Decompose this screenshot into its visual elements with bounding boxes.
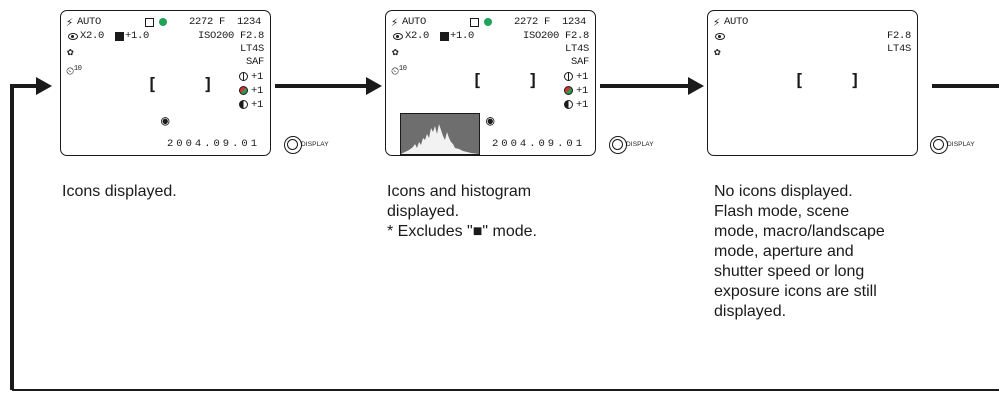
display-button-icon <box>930 136 948 154</box>
af-bracket-left: [ <box>794 71 805 91</box>
self-timer-icon: ⏲10 <box>66 65 82 79</box>
caption-line: * Excludes "■" mode. <box>387 223 537 240</box>
camera-shake-icon: ◉ <box>486 114 495 130</box>
caption-line: Icons displayed. <box>62 183 177 200</box>
saturation-value: +1 <box>251 85 264 97</box>
contrast-icon <box>239 100 248 109</box>
macro-icon: ✿ <box>67 47 74 59</box>
exposure-compensation-icon <box>440 32 449 41</box>
focus-dot-icon <box>484 18 492 26</box>
frames-remaining-value: 1234 <box>562 16 587 28</box>
zoom-value: X2.0 <box>405 30 430 42</box>
af-bracket-right: ] <box>528 71 539 91</box>
caption-line: Flash mode, scene <box>714 203 850 220</box>
display-button-label: DISPLAY <box>947 141 975 148</box>
contrast-icon <box>564 100 573 109</box>
red-eye-icon <box>393 33 403 40</box>
caption-line: mode, aperture and <box>714 243 854 260</box>
focus-mode-value: SAF <box>245 56 264 68</box>
contrast-value: +1 <box>251 99 264 111</box>
screen-no-icons: ⚡ AUTO F2.8 LT4S ✿ [ ] <box>707 10 918 156</box>
shutter-value: LT4S <box>564 43 589 55</box>
macro-icon: ✿ <box>714 47 721 59</box>
flash-icon: ⚡ <box>391 16 398 30</box>
sharpness-value: +1 <box>251 71 264 83</box>
caption-line: No icons displayed. <box>714 183 853 200</box>
af-bracket-left: [ <box>147 75 158 95</box>
exposure-compensation-value: +1.0 <box>125 30 150 42</box>
caption-1: Icons displayed. <box>62 182 177 202</box>
histogram <box>400 113 480 155</box>
macro-icon: ✿ <box>392 47 399 59</box>
arrow-1-head <box>366 77 382 95</box>
af-bracket-right: ] <box>850 71 861 91</box>
histogram-graph <box>401 124 479 154</box>
caption-line: Icons and histogram <box>387 183 532 200</box>
loop-line <box>10 84 36 390</box>
contrast-value: +1 <box>576 99 589 111</box>
caption-line: displayed. <box>387 203 460 220</box>
sharpness-icon <box>564 72 573 81</box>
screen-icons-and-histogram: ⚡ AUTO 2272 F 1234 X2.0 +1.0 ISO200 F2.8… <box>385 10 596 156</box>
display-button-label: DISPLAY <box>301 141 329 148</box>
display-button-icon <box>284 136 302 154</box>
date-stamp: 2004.09.01 <box>492 138 586 150</box>
caption-line: displayed. <box>714 303 787 320</box>
zoom-value: X2.0 <box>80 30 105 42</box>
flash-mode-value: AUTO <box>77 16 102 28</box>
timer-superscript: 10 <box>398 65 407 73</box>
caption-line: mode, macro/landscape <box>714 223 885 240</box>
flash-mode-value: AUTO <box>402 16 427 28</box>
saturation-icon <box>239 86 248 95</box>
image-size-value: 2272 F <box>189 16 226 28</box>
image-size-value: 2272 F <box>514 16 551 28</box>
flash-mode-value: AUTO <box>724 16 749 28</box>
screen-icons-displayed: ⚡ AUTO 2272 F 1234 X2.0 +1.0 ISO200 F2.8… <box>60 10 271 156</box>
date-stamp: 2004.09.01 <box>167 138 261 150</box>
caption-line: shutter speed or long <box>714 263 865 280</box>
caption-3: No icons displayed. Flash mode, scene mo… <box>714 182 885 322</box>
focus-dot-icon <box>159 18 167 26</box>
display-button-label: DISPLAY <box>626 141 654 148</box>
frames-remaining-value: 1234 <box>237 16 262 28</box>
self-timer-icon: ⏲10 <box>391 65 407 79</box>
red-eye-icon <box>715 33 725 40</box>
iso-aperture-value: ISO200 F2.8 <box>197 30 264 42</box>
sharpness-value: +1 <box>576 71 589 83</box>
sharpness-icon <box>239 72 248 81</box>
af-bracket-right: ] <box>203 75 214 95</box>
shutter-value: LT4S <box>239 43 264 55</box>
frame-icon <box>470 18 479 27</box>
display-button-icon <box>609 136 627 154</box>
exposure-compensation-value: +1.0 <box>450 30 475 42</box>
loop-arrowhead <box>36 77 52 95</box>
aperture-value: F2.8 <box>886 30 911 42</box>
exposure-compensation-icon <box>115 32 124 41</box>
saturation-value: +1 <box>576 85 589 97</box>
flash-icon: ⚡ <box>713 16 720 30</box>
arrow-2-head <box>688 77 704 95</box>
caption-2: Icons and histogram displayed. * Exclude… <box>387 182 537 242</box>
flash-icon: ⚡ <box>66 16 73 30</box>
red-eye-icon <box>68 33 78 40</box>
caption-line: exposure icons are still <box>714 283 877 300</box>
iso-aperture-value: ISO200 F2.8 <box>522 30 589 42</box>
camera-shake-icon: ◉ <box>161 114 170 130</box>
timer-superscript: 10 <box>73 65 82 73</box>
frame-icon <box>145 18 154 27</box>
af-bracket-left: [ <box>472 71 483 91</box>
saturation-icon <box>564 86 573 95</box>
shutter-value: LT4S <box>886 43 911 55</box>
focus-mode-value: SAF <box>570 56 589 68</box>
